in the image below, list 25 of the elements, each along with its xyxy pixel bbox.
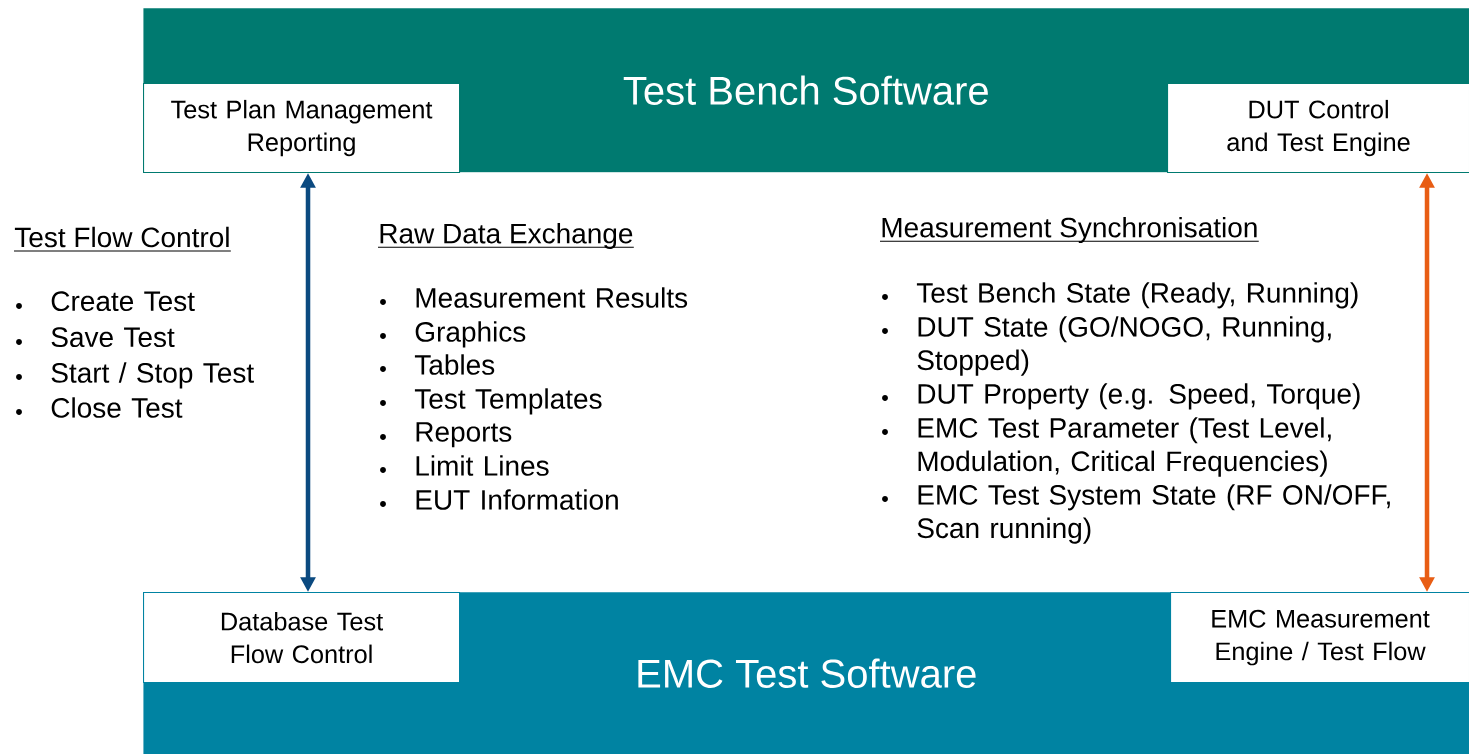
section-heading: Raw Data Exchange — [377, 222, 635, 250]
bullet-item: DUT Property (e.g. Speed, Torque) — [918, 383, 1360, 410]
bullet-item: Test Bench State (Ready, Running) — [916, 282, 1358, 309]
component-box: DUT Control and Test Engine — [1167, 83, 1469, 174]
component-box: EMC Measurement Engine / Test Flow — [1170, 592, 1469, 684]
bullet-item: Measurement Results — [416, 287, 688, 308]
component-box: Database Test Flow Control — [143, 592, 461, 684]
bullet-item: EMC Test System State (RF ON/OFF, Scan running) — [917, 484, 1390, 544]
bullet-item: EUT Information — [416, 489, 618, 510]
bullet-item: Tables — [414, 354, 495, 375]
component-box: Test Plan Management Reporting — [143, 83, 461, 174]
bullet-item: Test Templates — [414, 388, 602, 415]
node-label: DUT Control and Test Engine — [1227, 99, 1410, 157]
bullet-item: Create Test — [51, 291, 195, 312]
node-label: EMC Measurement Engine / Test Flow — [1212, 609, 1430, 666]
bullet-item: Reports — [416, 422, 512, 448]
bullet-item: Limit Lines — [416, 455, 549, 476]
bullet-item: Close Test — [51, 397, 183, 418]
bullet-item: Graphics — [415, 321, 526, 348]
bullet-item: Start / Stop Test — [51, 362, 254, 389]
section-heading: Test Flow Control — [13, 226, 232, 252]
bullet-item: Save Test — [51, 327, 175, 348]
bullet-item: EMC Test Parameter (Test Level, Modulation, Critical Frequencies) — [918, 417, 1331, 477]
bullet-item: DUT State (GO/NOGO, Running, Stopped) — [917, 316, 1331, 376]
section-heading: Measurement Synchronisation — [879, 216, 1260, 244]
